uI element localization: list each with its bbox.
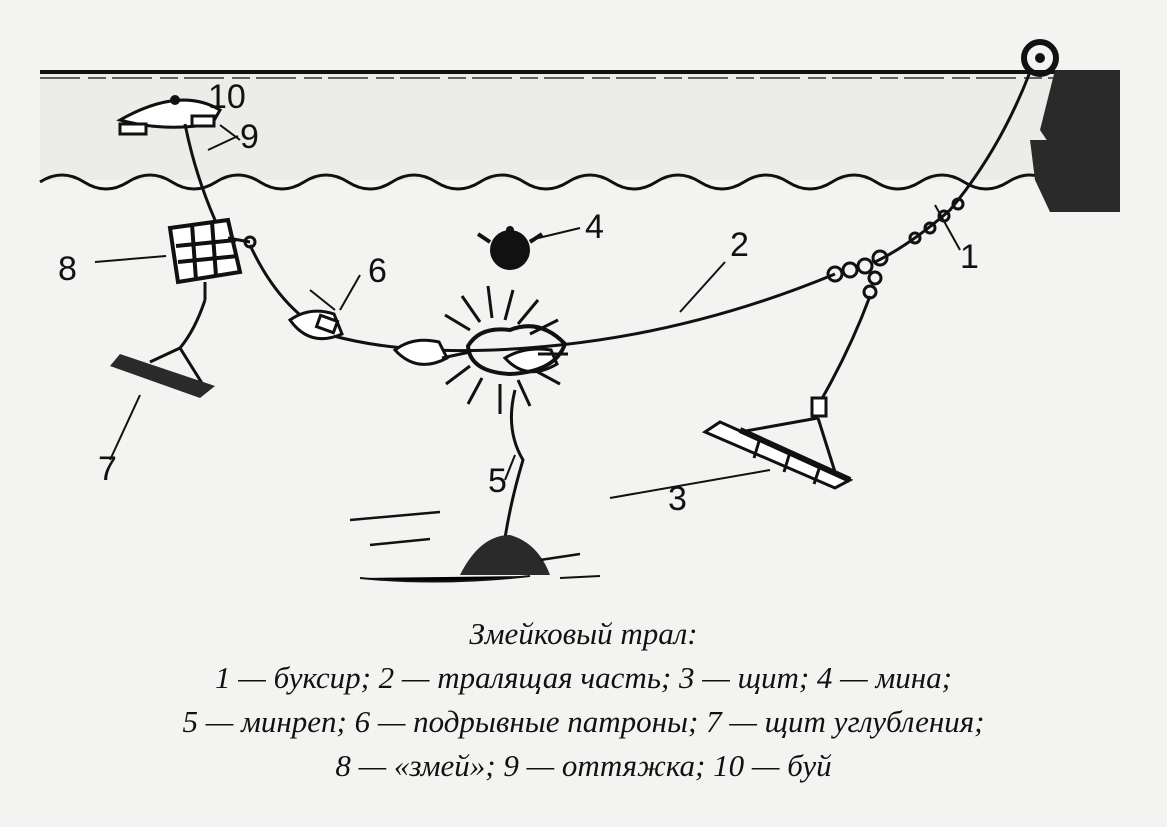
label-8: 8: [58, 250, 77, 288]
ship-hull: [1021, 39, 1120, 212]
caption-line-1: 1 — буксир; 2 — тралящая часть; 3 — щит;…: [215, 660, 952, 695]
bridle: [183, 123, 239, 221]
label-7: 7: [98, 450, 117, 488]
depressor-board: [109, 299, 215, 461]
explosion-burst: [441, 285, 568, 414]
label-2: 2: [730, 226, 749, 264]
label-1: 1: [960, 238, 979, 276]
label-3: 3: [668, 480, 687, 518]
number-labels: 1 2 3 4 5 6 7 8 9 10: [58, 78, 979, 518]
otter-board: [701, 295, 872, 490]
caption-line-3: 8 — «змей»; 9 — оттяжка; 10 — буй: [335, 748, 832, 783]
swivel-cluster: [826, 249, 889, 300]
sea-surface: [39, 70, 1120, 191]
figure-caption: Змейковый трал: 1 — буксир; 2 — тралящая…: [0, 612, 1167, 788]
label-10: 10: [208, 78, 246, 116]
caption-title: Змейковый трал:: [469, 616, 698, 651]
kite-otter: [94, 217, 251, 300]
label-9: 9: [240, 118, 259, 156]
label-5: 5: [488, 462, 507, 500]
cutter-charges: [287, 309, 559, 374]
caption-line-2: 5 — минреп; 6 — подрывные патроны; 7 — щ…: [182, 704, 985, 739]
label-6: 6: [368, 252, 387, 290]
buoy: [116, 95, 223, 136]
tow-cable: [874, 71, 1032, 264]
label-4: 4: [585, 208, 604, 246]
mine: [476, 226, 581, 270]
mine-mooring: [349, 389, 601, 583]
leader-lines: [219, 124, 961, 499]
